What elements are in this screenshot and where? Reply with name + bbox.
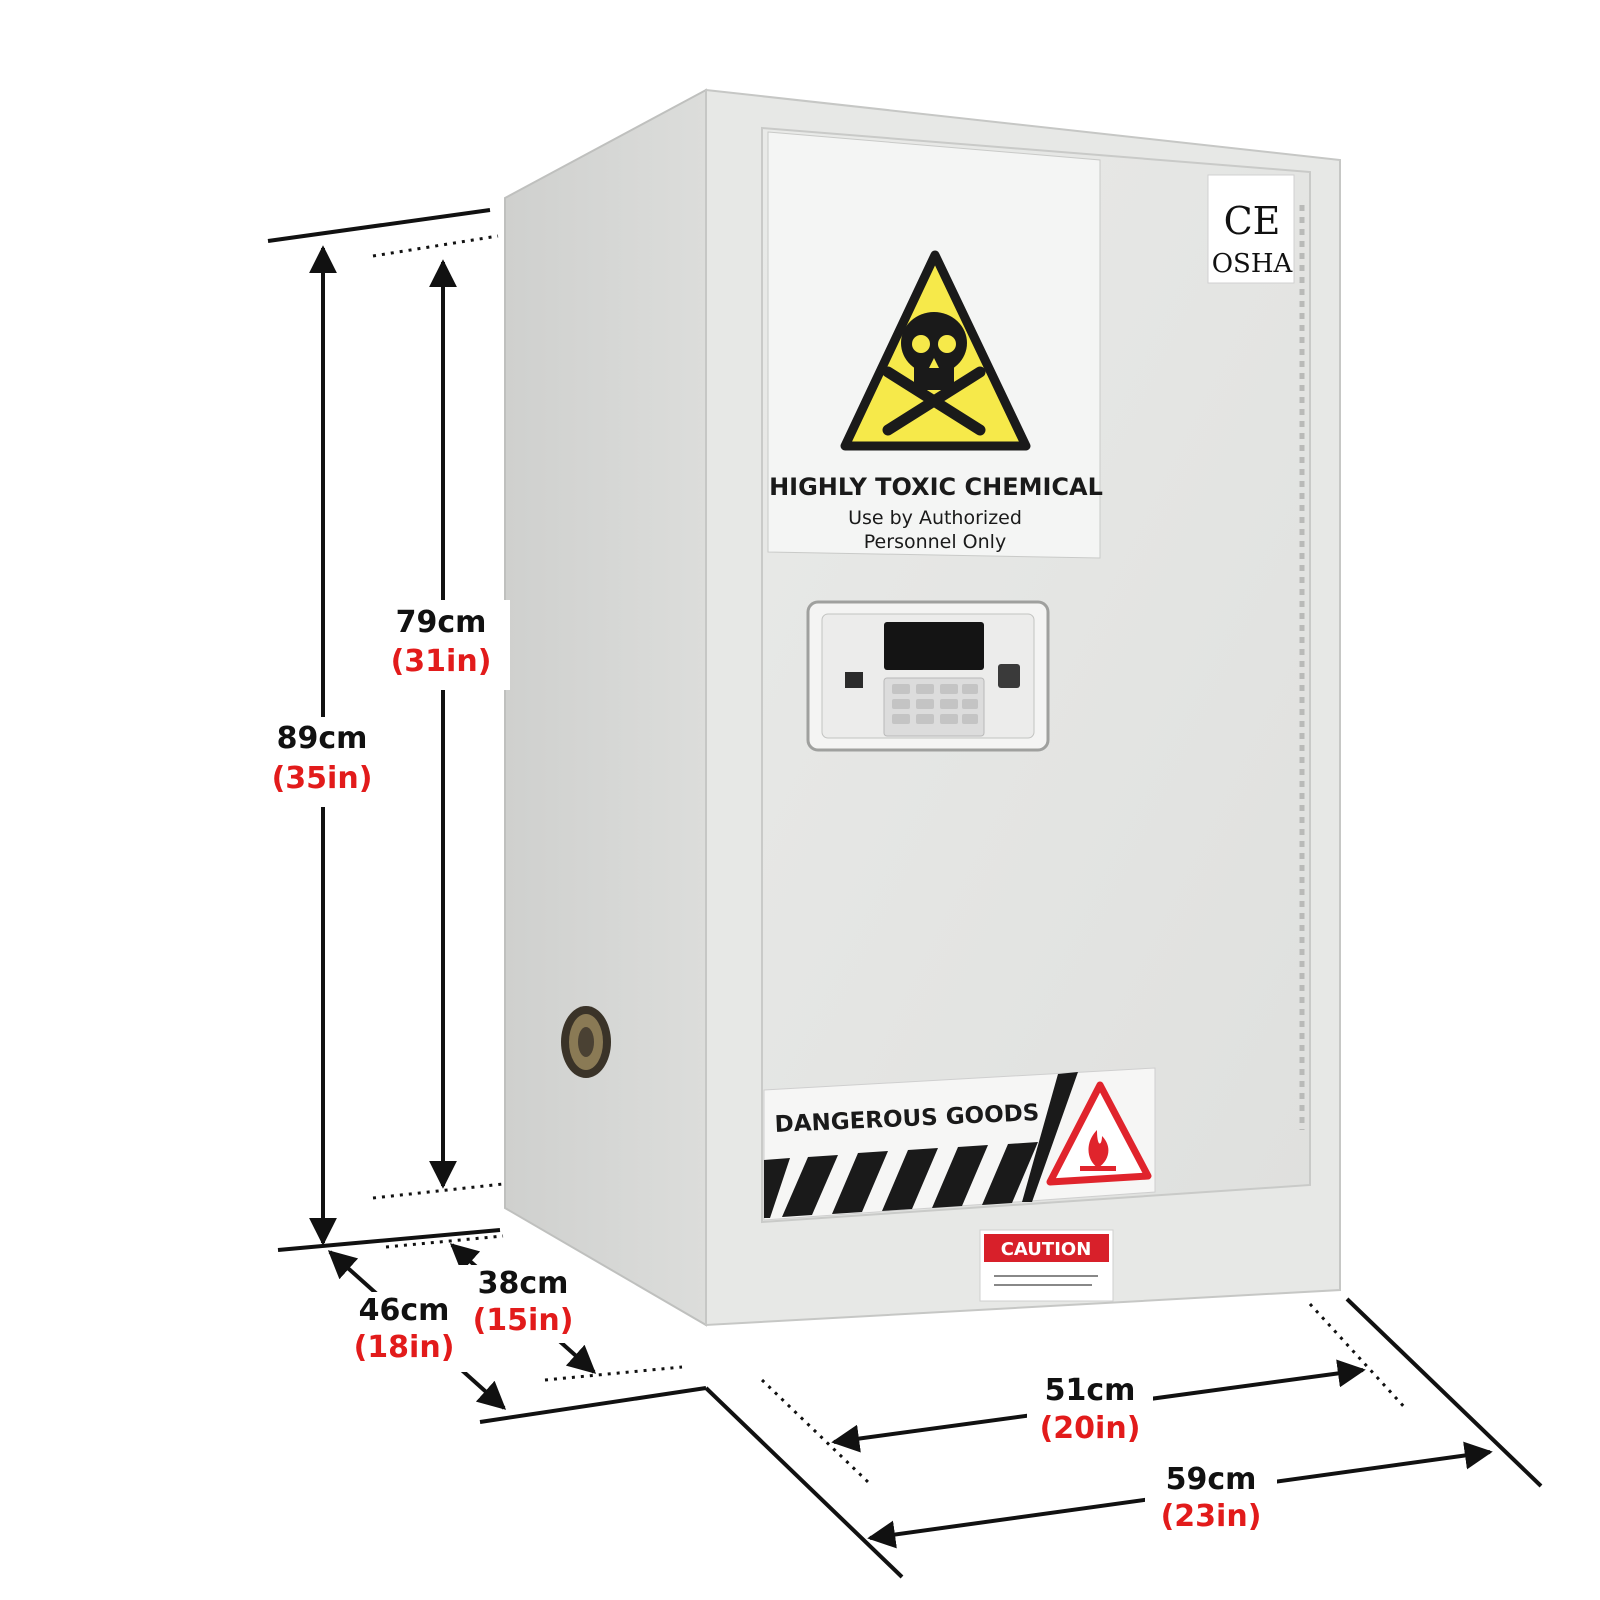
hazard-stripes [764, 1072, 1078, 1218]
lock-display-screen [884, 622, 984, 670]
dimension-labels: 89cm (35in) 79cm (31in) 46cm (18in) 38cm… [256, 600, 1277, 1540]
width-inner-in: (20in) [1040, 1411, 1141, 1446]
width-outer-cm: 59cm [1166, 1462, 1257, 1497]
flammable-triangle-icon [1046, 1081, 1152, 1186]
osha-mark: OSHA [1212, 249, 1294, 279]
certification-label: CE OSHA [1207, 174, 1295, 284]
dimension-guides [372, 234, 1409, 1484]
depth-outer-cm: 46cm [359, 1293, 450, 1328]
ce-mark: CE [1224, 199, 1281, 243]
toxic-subtitle-2: Personnel Only [864, 531, 1006, 553]
toxic-subtitle-1: Use by Authorized [848, 507, 1022, 529]
depth-outer-in: (18in) [354, 1330, 455, 1365]
width-outer-in: (23in) [1161, 1499, 1262, 1534]
height-inner-in: (31in) [391, 644, 492, 679]
electronic-lock [806, 600, 1050, 752]
height-outer-cm: 89cm [277, 721, 368, 756]
lock-keyhole-icon [845, 672, 863, 688]
cabinet: HIGHLY TOXIC CHEMICAL Use by Authorized … [504, 88, 1341, 1327]
lock-handle-icon [998, 664, 1020, 688]
height-outer-in: (35in) [272, 761, 373, 796]
caution-title: CAUTION [1001, 1239, 1092, 1260]
flame-icon [1080, 1130, 1116, 1171]
keypad-keys [892, 684, 978, 724]
skull-crossbones-icon [882, 312, 986, 436]
depth-inner-cm: 38cm [478, 1266, 569, 1301]
toxic-warning-label: HIGHLY TOXIC CHEMICAL Use by Authorized … [767, 131, 1103, 559]
depth-inner-in: (15in) [473, 1303, 574, 1338]
dangerous-goods-label: DANGEROUS GOODS [763, 1067, 1156, 1221]
toxic-title: HIGHLY TOXIC CHEMICAL [769, 473, 1103, 501]
width-inner-cm: 51cm [1045, 1373, 1136, 1408]
height-inner-cm: 79cm [396, 605, 487, 640]
caution-sticker: CAUTION [979, 1229, 1114, 1302]
side-vent [561, 1006, 611, 1078]
cabinet-side-panel [504, 88, 707, 1327]
